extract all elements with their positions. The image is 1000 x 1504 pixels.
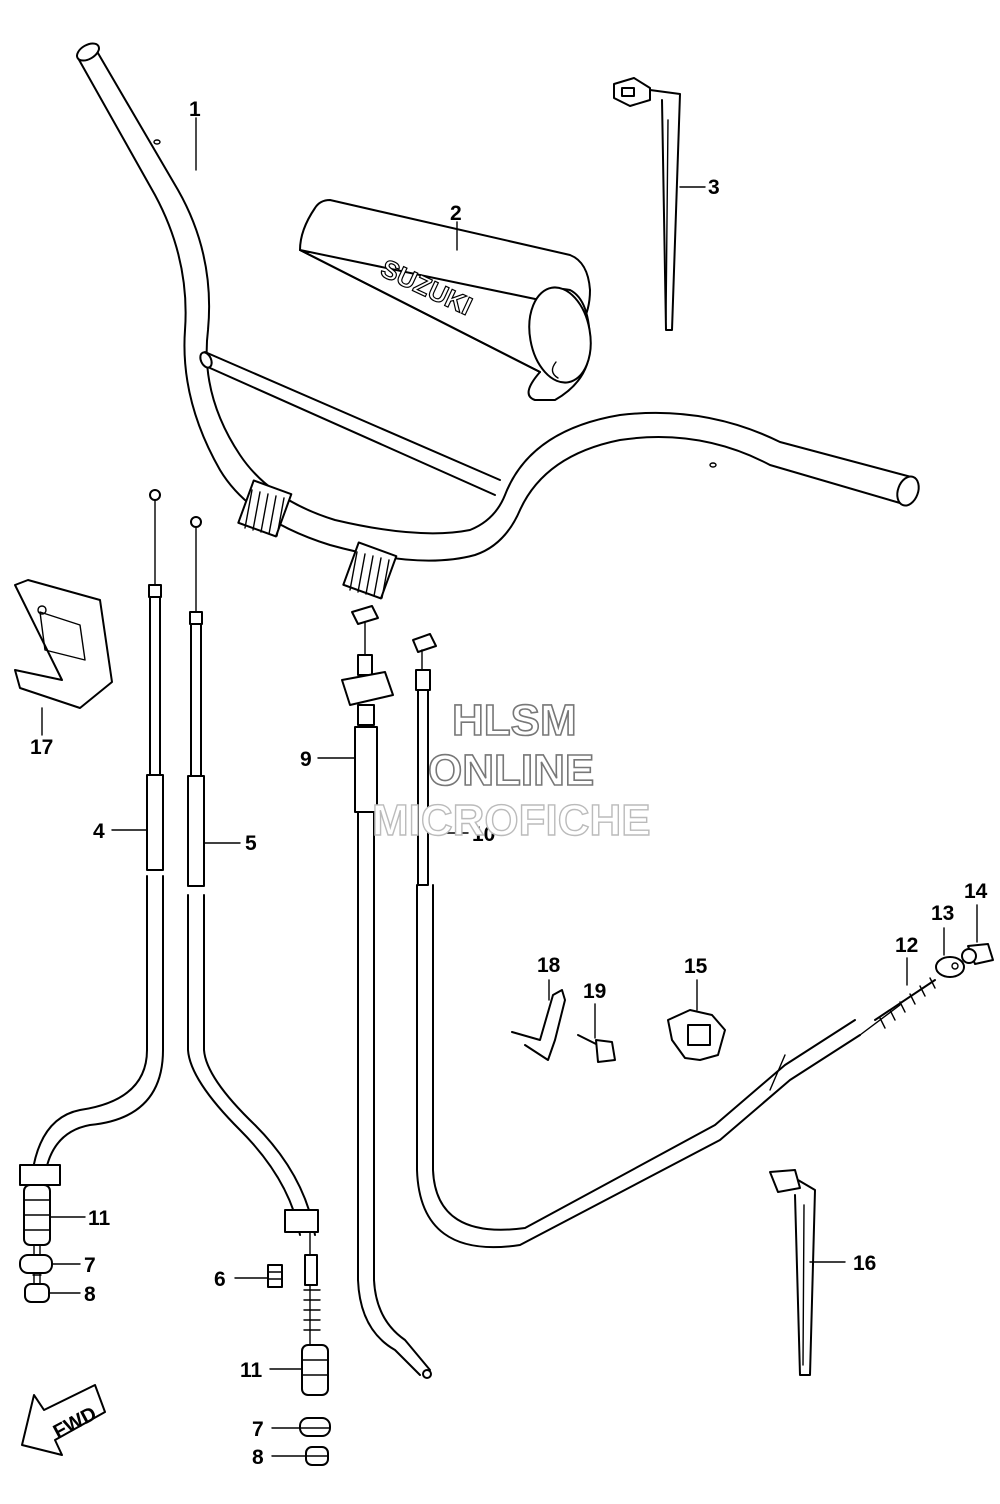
handlebar[interactable] [74,40,922,600]
callout-14: 14 [964,880,988,903]
watermark-line1: HLSM [452,696,577,745]
cable-tie-16[interactable] [769,1169,816,1376]
callout-labels: 1 2 3 4 5 6 7 7 8 8 9 10 11 11 12 13 14 … [30,98,988,1469]
spring-12[interactable] [874,977,936,1029]
nut-13[interactable] [935,956,965,978]
callout-18: 18 [537,954,561,977]
watermark-line3: MICROFICHE [372,796,651,845]
bolt-6[interactable] [267,1264,283,1288]
bolt-19[interactable] [577,1034,616,1063]
callout-3: 3 [708,176,720,199]
clip-18[interactable] [511,989,566,1061]
callout-10: 10 [472,823,495,846]
callout-8b: 8 [252,1446,264,1469]
leader-lines [41,117,978,1457]
callout-11a: 11 [88,1207,111,1230]
bracket-15[interactable] [667,1009,726,1061]
stopper-11a[interactable] [23,1184,51,1246]
callout-7a: 7 [84,1254,96,1277]
callout-16: 16 [853,1252,876,1275]
cable-tie-3[interactable] [613,77,681,331]
bracket-17[interactable] [14,579,113,709]
callout-11b: 11 [240,1359,263,1382]
watermark: HLSM ONLINE MICROFICHE [371,695,651,846]
stopper-11b[interactable] [301,1344,329,1396]
handlebar-pad[interactable]: SUZUKI [299,199,598,401]
callout-6: 6 [214,1268,226,1291]
nut-7b[interactable] [299,1417,331,1437]
nut-8a[interactable] [24,1283,50,1303]
cable-5[interactable] [187,516,321,1351]
callout-7b: 7 [252,1418,264,1441]
nut-7a[interactable] [19,1254,53,1274]
callout-12: 12 [895,934,918,957]
nut-14[interactable] [961,943,994,965]
callout-4: 4 [93,820,105,843]
callout-2: 2 [450,202,462,225]
callout-19: 19 [583,980,606,1003]
callout-8a: 8 [84,1283,96,1306]
cable-9[interactable] [341,605,432,1379]
callout-5: 5 [245,832,257,855]
callout-9: 9 [300,748,312,771]
cable-10[interactable] [412,633,901,1249]
fwd-arrow-icon: FWD [21,1384,106,1456]
callout-13: 13 [931,902,954,925]
callout-15: 15 [684,955,708,978]
callout-1: 1 [189,98,201,121]
callout-17: 17 [30,736,53,759]
watermark-line2: ONLINE [428,746,594,795]
